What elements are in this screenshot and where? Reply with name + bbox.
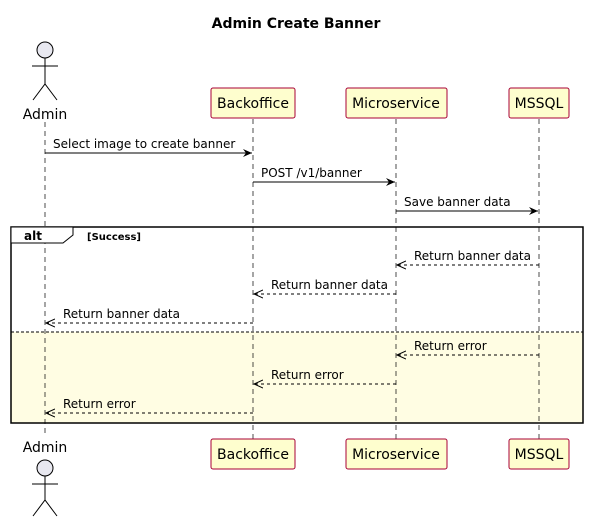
alt-guard: [Success] [87,232,141,243]
participant-mssql-top[interactable]: MSSQL [508,87,570,119]
participant-label-mssql: MSSQL [515,96,564,112]
participant-label-microservice: Microservice [352,96,440,112]
actor-icon [32,41,58,101]
message-arrow: Return error [397,339,539,355]
participant-label-admin-bottom: Admin [23,440,68,456]
message-label: Save banner data [404,195,511,209]
participant-backoffice-top[interactable]: Backoffice [210,87,296,119]
participant-label-microservice-bottom: Microservice [352,447,440,463]
admin-actor-bottom[interactable]: Admin [23,440,68,517]
participant-label-admin: Admin [23,107,68,123]
message-arrow: POST /v1/banner [253,166,395,186]
message-label: Return banner data [414,249,531,263]
message-label: Return error [414,339,487,353]
participant-microservice-top[interactable]: Microservice [345,87,448,119]
message-arrow: Return banner data [397,249,539,265]
message-arrow: Select image to create banner [45,137,252,157]
alt-else-section [11,332,583,423]
participant-label-backoffice-bottom: Backoffice [217,447,289,463]
admin-actor-top[interactable]: Admin [23,41,68,123]
alt-frame: alt [Success] [10,226,584,424]
message-label: Select image to create banner [53,137,235,151]
participant-backoffice-bottom[interactable]: Backoffice [210,438,296,470]
participant-microservice-bottom[interactable]: Microservice [345,438,448,470]
message-arrow: Return banner data [46,307,253,323]
alt-tab [10,226,74,244]
message-arrow: Return error [46,397,253,413]
message-arrow: Return banner data [254,278,396,294]
participant-label-mssql-bottom: MSSQL [515,447,564,463]
lifelines [44,119,540,439]
participant-mssql-bottom[interactable]: MSSQL [508,438,570,470]
message-label: POST /v1/banner [261,166,362,180]
participant-label-backoffice: Backoffice [217,96,289,112]
message-arrow: Return error [254,368,396,384]
diagram-title: Admin Create Banner [212,16,381,32]
message-arrow: Save banner data [396,195,538,215]
alt-keyword: alt [24,229,42,243]
message-label: Return error [63,397,136,411]
actor-icon [32,459,58,517]
message-label: Return error [271,368,344,382]
message-label: Return banner data [63,307,180,321]
message-label: Return banner data [271,278,388,292]
